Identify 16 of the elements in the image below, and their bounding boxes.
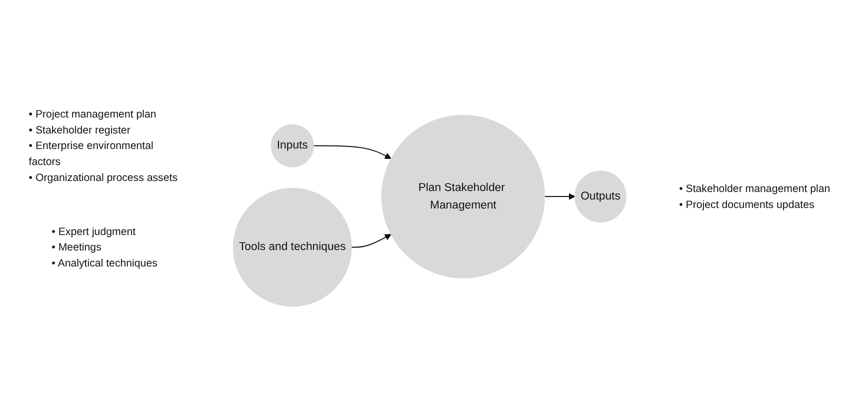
node-circle: Plan Stakeholder Management [381,114,545,278]
node-label: • Stakeholder register [28,123,130,136]
node-label: • Enterprise environmental factors [28,139,154,168]
node-label: • Project documents updates [679,198,814,210]
node-label: • Analytical techniques [52,256,158,269]
node-label: • Expert judgment [52,224,136,238]
node-label: • Stakeholder management plan [679,182,830,194]
node-circle: Tools and techniques [232,188,352,307]
node-label: • Organizational process assets [28,171,178,184]
arrow [544,193,576,200]
node-label: • Meetings [52,240,102,253]
node-circle: Inputs [270,124,314,168]
node-label: • Project management plan [28,108,156,120]
arrow [350,234,392,248]
arrow [313,145,392,159]
node-circle: Outputs [574,170,626,222]
